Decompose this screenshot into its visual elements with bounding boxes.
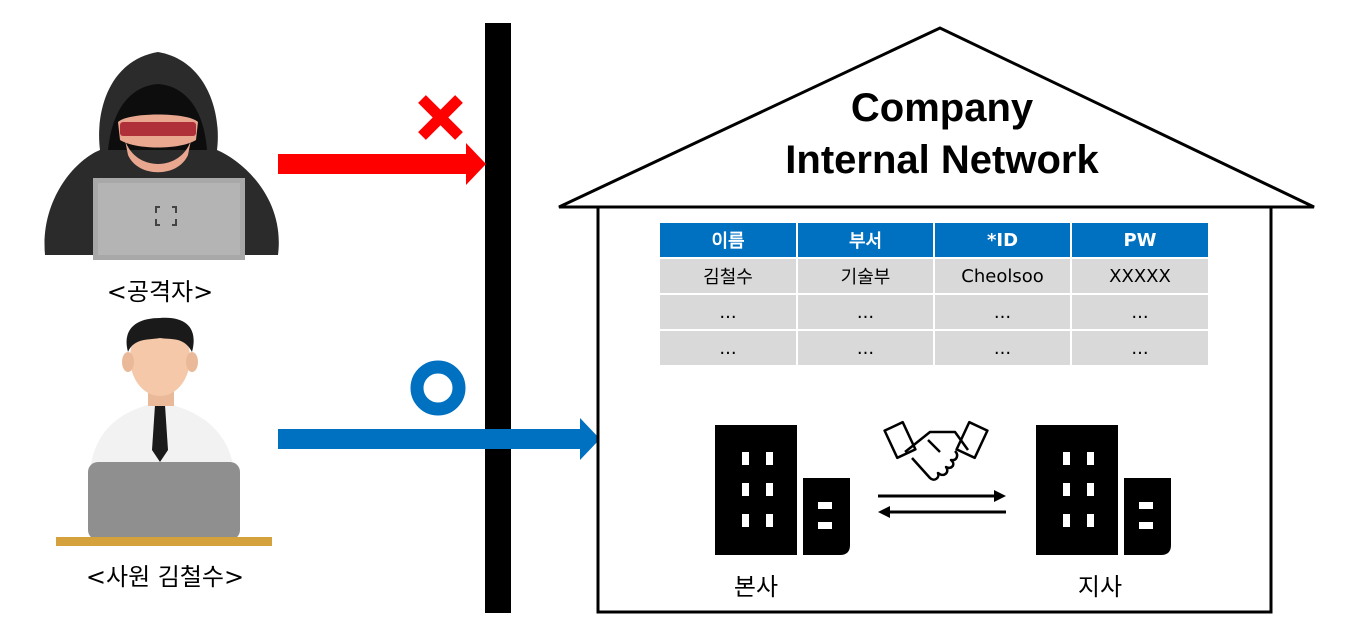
hooded-hacker-icon	[44, 52, 279, 260]
office-worker-icon	[56, 317, 272, 546]
cell-id: ...	[934, 329, 1072, 365]
cell-dept: 기술부	[797, 257, 935, 294]
cell-name: ...	[660, 329, 798, 365]
cell-dept: ...	[797, 293, 935, 330]
cell-name: ...	[660, 293, 798, 330]
network-title-line1: Company	[850, 86, 1034, 130]
header-dept: 부서	[797, 223, 935, 258]
attacker-label: <공격자>	[106, 278, 214, 306]
branch-building-icon	[1036, 425, 1171, 555]
header-pw: PW	[1071, 223, 1208, 258]
red-x-icon	[418, 95, 463, 140]
cell-dept: ...	[797, 329, 935, 365]
blue-o-icon	[410, 360, 466, 416]
table-row: ... ... ... ...	[660, 293, 1208, 330]
employee-label: <사원 김철수>	[85, 563, 245, 591]
table-row: 김철수 기술부 Cheolsoo XXXXX	[660, 257, 1208, 294]
table-header-row: 이름 부서 *ID PW	[660, 223, 1208, 258]
allowed-arrow	[278, 418, 600, 460]
hq-label: 본사	[733, 573, 779, 601]
firewall-wall	[485, 23, 511, 613]
cell-id: Cheolsoo	[934, 257, 1072, 294]
hq-building-icon	[715, 425, 850, 555]
blocked-arrow	[278, 143, 486, 185]
cell-name: 김철수	[660, 257, 798, 294]
account-table: 이름 부서 *ID PW 김철수 기술부 Cheolsoo XXXXX ... …	[660, 223, 1208, 365]
table-row: ... ... ... ...	[660, 329, 1208, 365]
branch-label: 지사	[1077, 573, 1123, 601]
header-name: 이름	[660, 223, 798, 258]
cell-pw: ...	[1071, 293, 1208, 330]
cell-pw: XXXXX	[1071, 257, 1208, 294]
handshake-icon	[883, 420, 989, 481]
network-title-line2: Internal Network	[785, 138, 1099, 182]
header-id: *ID	[934, 223, 1072, 258]
sync-arrows	[878, 490, 1006, 518]
cell-id: ...	[934, 293, 1072, 330]
cell-pw: ...	[1071, 329, 1208, 365]
